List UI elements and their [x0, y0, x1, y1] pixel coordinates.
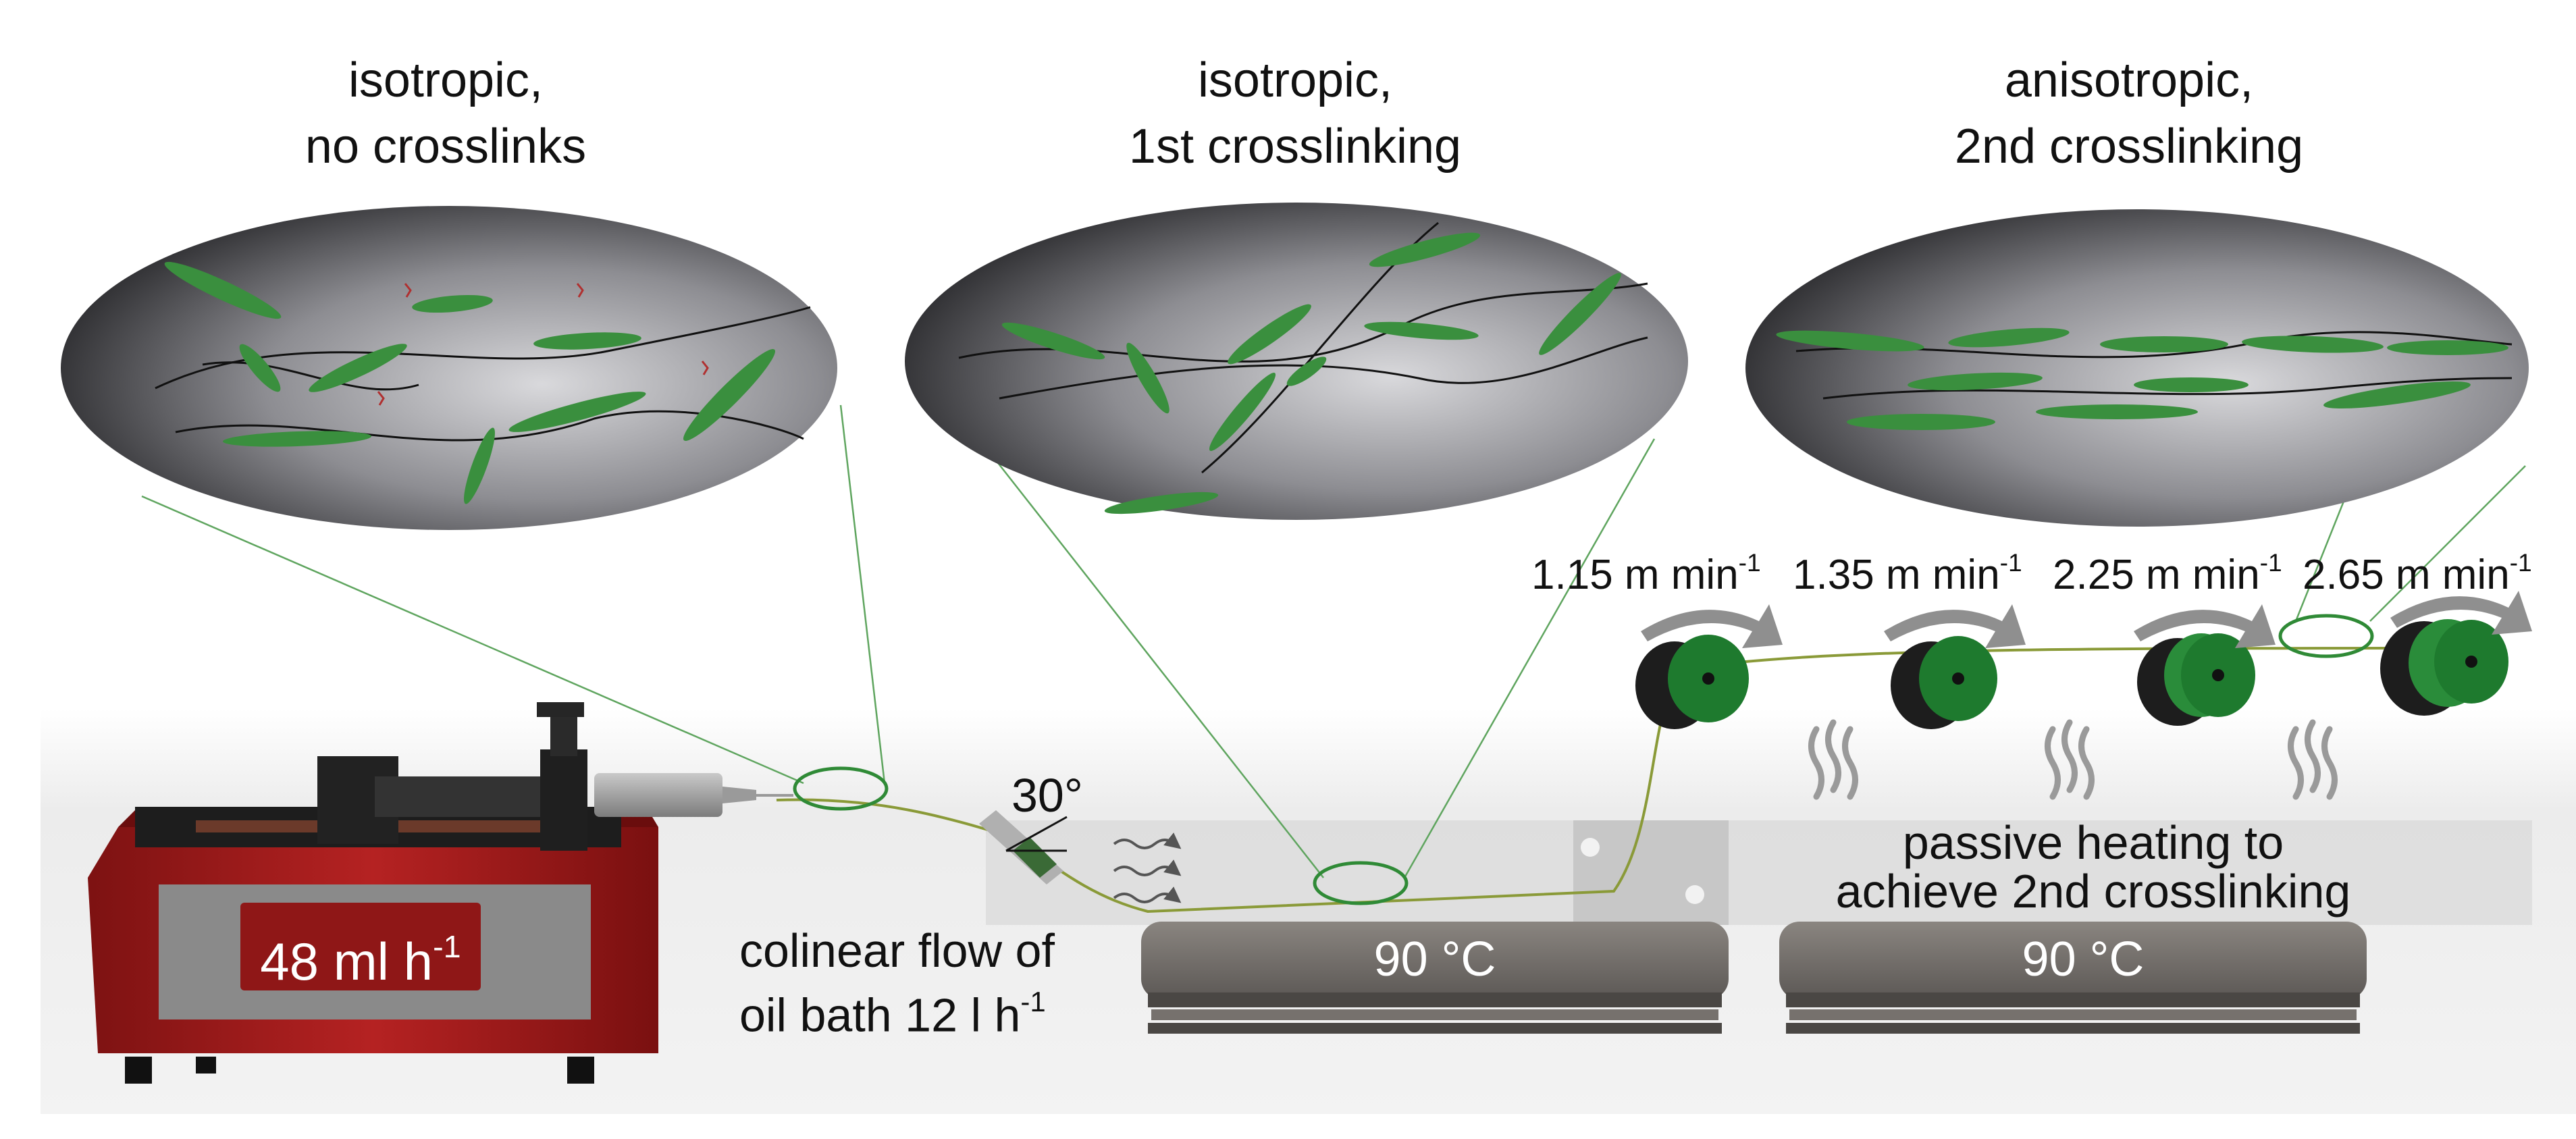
angle-label: 30° — [1011, 770, 1083, 821]
stage-header-2: isotropic,1st crosslinking — [957, 47, 1633, 180]
stage-header-3: anisotropic,2nd crosslinking — [1791, 47, 2467, 180]
spool-4-speed: 2.65 m min-1 — [2303, 537, 2532, 601]
bubble-second-crosslinking — [1745, 209, 2529, 527]
oil-bath-label: colinear flow of oil bath 12 l h-1 — [739, 925, 1055, 1040]
oil-bath-clamp — [1573, 820, 1729, 925]
spool-4 — [2380, 619, 2508, 716]
pump-rate-display: 48 ml h-1 — [240, 903, 481, 990]
spool-1-speed: 1.15 m min-1 — [1531, 537, 1761, 601]
clamp-screw — [1581, 838, 1600, 857]
spool-2-speed: 1.35 m min-1 — [1793, 537, 2022, 601]
clamp-screw — [1685, 885, 1704, 904]
stage-header-1: isotropic,no crosslinks — [108, 47, 783, 180]
bubble-first-crosslinking — [905, 203, 1688, 520]
passive-heating-label: passive heating to achieve 2nd crosslink… — [1810, 818, 2377, 916]
plate-2-temp: 90 °C — [1948, 932, 2218, 987]
plate-1-temp: 90 °C — [1300, 932, 1570, 987]
spool-3-speed: 2.25 m min-1 — [2053, 537, 2282, 601]
bubble-no-crosslinks — [61, 206, 837, 530]
